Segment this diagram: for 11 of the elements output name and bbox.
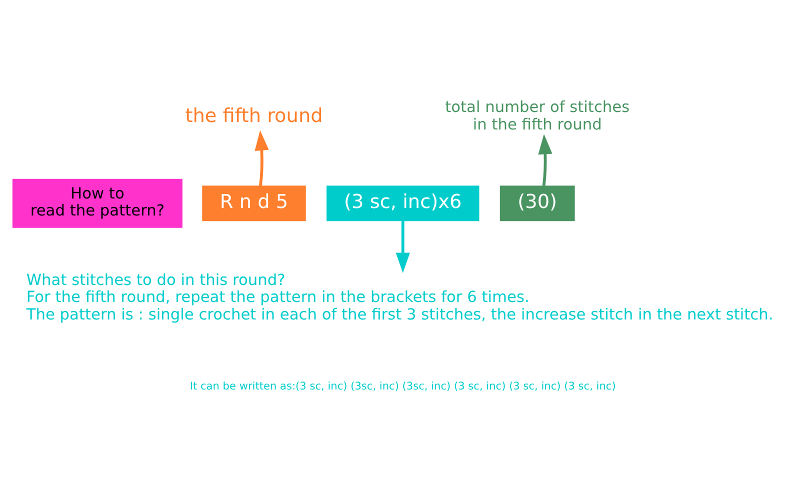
label: It can be written as:(3 sc, inc) (3sc, inc) (3sc, inc) (3 sc, inc) (3 sc, inc) (3 sc, inc) [190, 380, 616, 393]
arrow [254, 130, 269, 186]
node-box: (3 sc, inc)x6 [326, 186, 480, 222]
node-text: What stitches to do in this round? For the fifth round, repeat the pattern in the brackets for 6 times. The pattern is : single crochet in each of the first 3 stitches, the increase stitch in the next stitch. [26, 270, 774, 324]
node-box: (30) [500, 186, 575, 222]
arrow [396, 221, 410, 273]
arrow [538, 134, 552, 186]
node-text: the fifth round [185, 104, 323, 127]
node-box: How to read the pattern? [12, 178, 182, 228]
node-box: R n d 5 [202, 186, 306, 222]
node-text: total number of stitches in the fifth round [445, 98, 630, 134]
